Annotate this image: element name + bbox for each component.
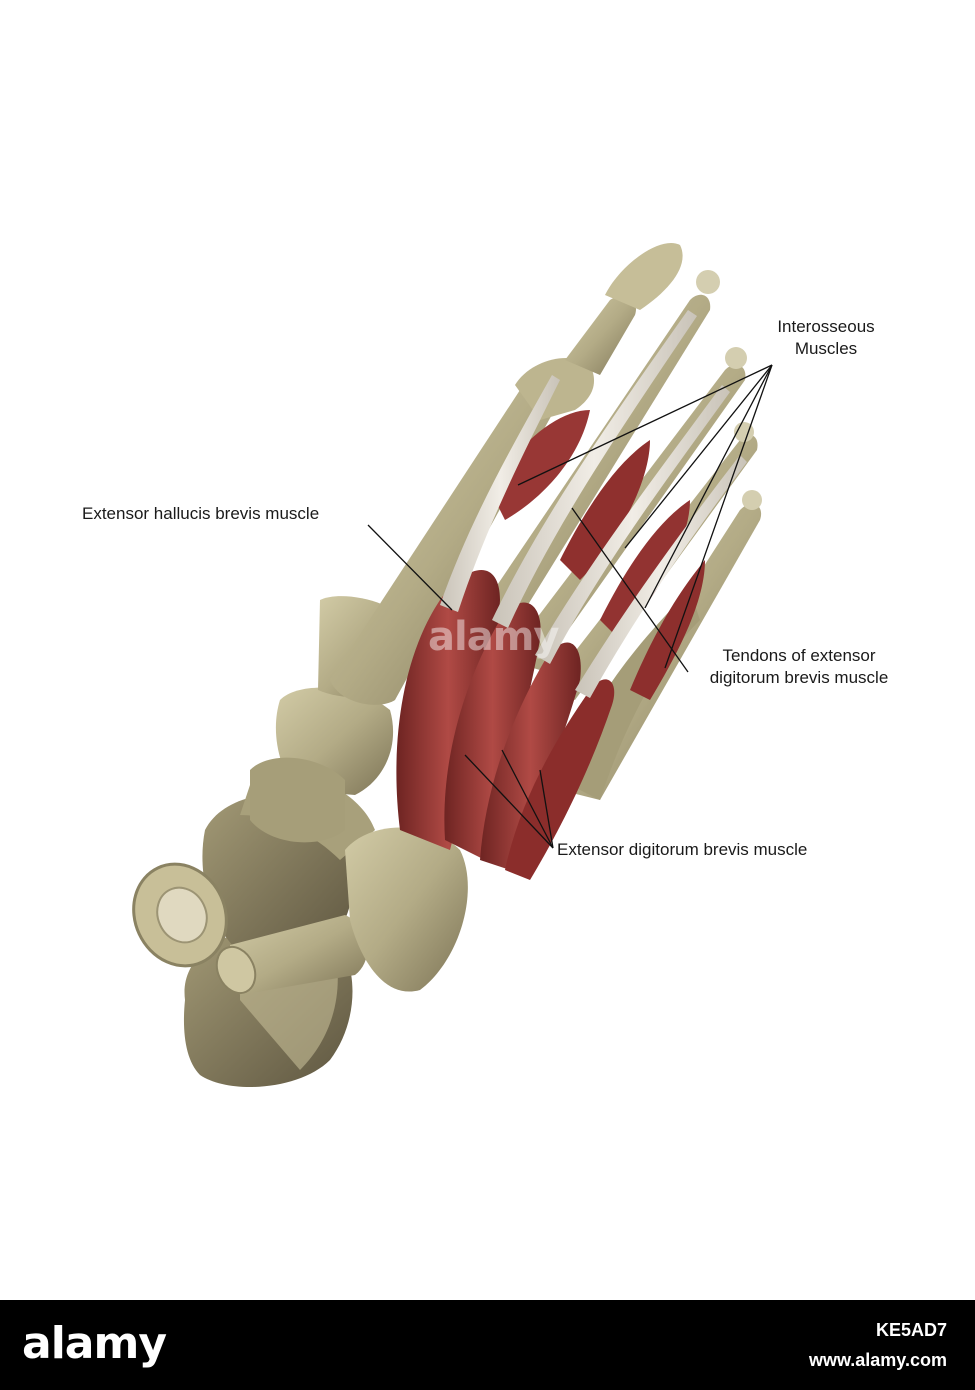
image-id: KE5AD7 xyxy=(875,1320,947,1340)
label-interosseous: Interosseous Muscles xyxy=(742,316,910,360)
fibula-cross-section xyxy=(215,915,368,995)
diagram-canvas: Interosseous Muscles Extensor hallucis b… xyxy=(82,243,910,1087)
watermark-overlay: alamy xyxy=(428,614,559,660)
leader-line-digitorum-3 xyxy=(539,769,554,849)
leader-line-interosseous-3 xyxy=(644,364,773,609)
tibia-cross-section xyxy=(132,862,228,968)
foot-illustration xyxy=(132,243,773,1087)
leader-lines xyxy=(367,364,773,849)
leader-line-interosseous-4 xyxy=(664,364,773,669)
leader-line-interosseous-2 xyxy=(624,364,773,549)
extensor-digitorum-brevis xyxy=(396,570,615,880)
leader-line-digitorum-2 xyxy=(501,749,554,849)
label-tendons-line1: Tendons of extensor xyxy=(722,646,876,665)
leader-line-digitorum-1 xyxy=(464,754,554,849)
label-hallucis: Extensor hallucis brevis muscle xyxy=(82,504,320,523)
leader-line-interosseous-1 xyxy=(517,364,773,486)
label-tendons: Tendons of extensor digitorum brevis mus… xyxy=(688,645,910,689)
label-interosseous-line2: Muscles xyxy=(794,339,858,358)
interosseous-muscles xyxy=(490,410,705,700)
watermark-footer: alamy KE5AD7 www.alamy.com xyxy=(0,1300,975,1390)
leader-line-hallucis xyxy=(367,524,453,611)
label-interosseous-line1: Interosseous xyxy=(777,317,875,336)
site-url: www.alamy.com xyxy=(808,1350,947,1370)
leader-line-tendons xyxy=(571,507,689,673)
label-digitorum: Extensor digitorum brevis muscle xyxy=(557,840,808,859)
alamy-logo: alamy xyxy=(22,1318,167,1369)
label-tendons-line2: digitorum brevis muscle xyxy=(709,668,889,687)
